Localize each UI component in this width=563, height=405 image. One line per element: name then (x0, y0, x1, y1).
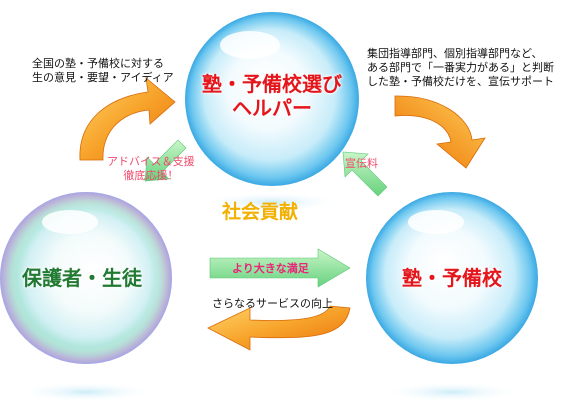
top-sphere-shadow (202, 192, 342, 212)
right-node-label: 塾・予備校 (402, 266, 502, 290)
right-sphere-shadow (382, 382, 522, 402)
support-label-line2: 徹底応援！ (123, 169, 179, 182)
note-top-left-line1: 全国の塾・予備校に対する (32, 57, 164, 70)
left-sphere-highlight (42, 210, 98, 234)
green-arrow-support (144, 139, 187, 182)
green-arrow-ad-fee (342, 151, 388, 197)
top-sphere (185, 12, 359, 186)
left-node-label: 保護者・生徒 (22, 266, 142, 290)
note-bottom: さらなるサービスの向上 (212, 297, 333, 310)
note-top-left-line2: 生の意見・要望・アイディア (32, 71, 174, 84)
satisfaction-label: より大きな満足 (232, 262, 309, 275)
note-top-right-line1: 集団指導部門、個別指導部門など、 (367, 47, 543, 60)
left-sphere-rim (0, 192, 172, 364)
right-sphere-highlight (408, 210, 464, 234)
left-sphere-shadow (16, 382, 156, 402)
note-top-right-line2: ある部門で「一番実力がある」と判断 (367, 61, 554, 74)
support-label: アドバイス＆支援 徹底応援！ (107, 155, 195, 183)
green-arrow-satisfaction (209, 248, 351, 288)
orange-arrow-top-right (394, 95, 486, 169)
top-node-title-line2: ヘルパー (232, 96, 312, 120)
note-top-left: 全国の塾・予備校に対する 生の意見・要望・アイディア (32, 57, 174, 85)
ad-fee-label: 宣伝料 (345, 157, 378, 170)
center-label: 社会貢献 (222, 201, 299, 223)
note-top-right-line3: した塾・予備校だけを、宣伝サポート (367, 75, 554, 88)
top-sphere-highlight (220, 31, 280, 59)
note-top-right: 集団指導部門、個別指導部門など、 ある部門で「一番実力がある」と判断 した塾・予… (367, 47, 554, 89)
orange-arrow-top-left (79, 77, 176, 161)
right-sphere (366, 192, 538, 364)
support-label-line1: アドバイス＆支援 (107, 155, 195, 168)
orange-arrow-bottom (207, 305, 351, 351)
top-node-title: 塾・予備校選び ヘルパー (202, 72, 342, 120)
top-node-title-line1: 塾・予備校選び (202, 72, 342, 96)
